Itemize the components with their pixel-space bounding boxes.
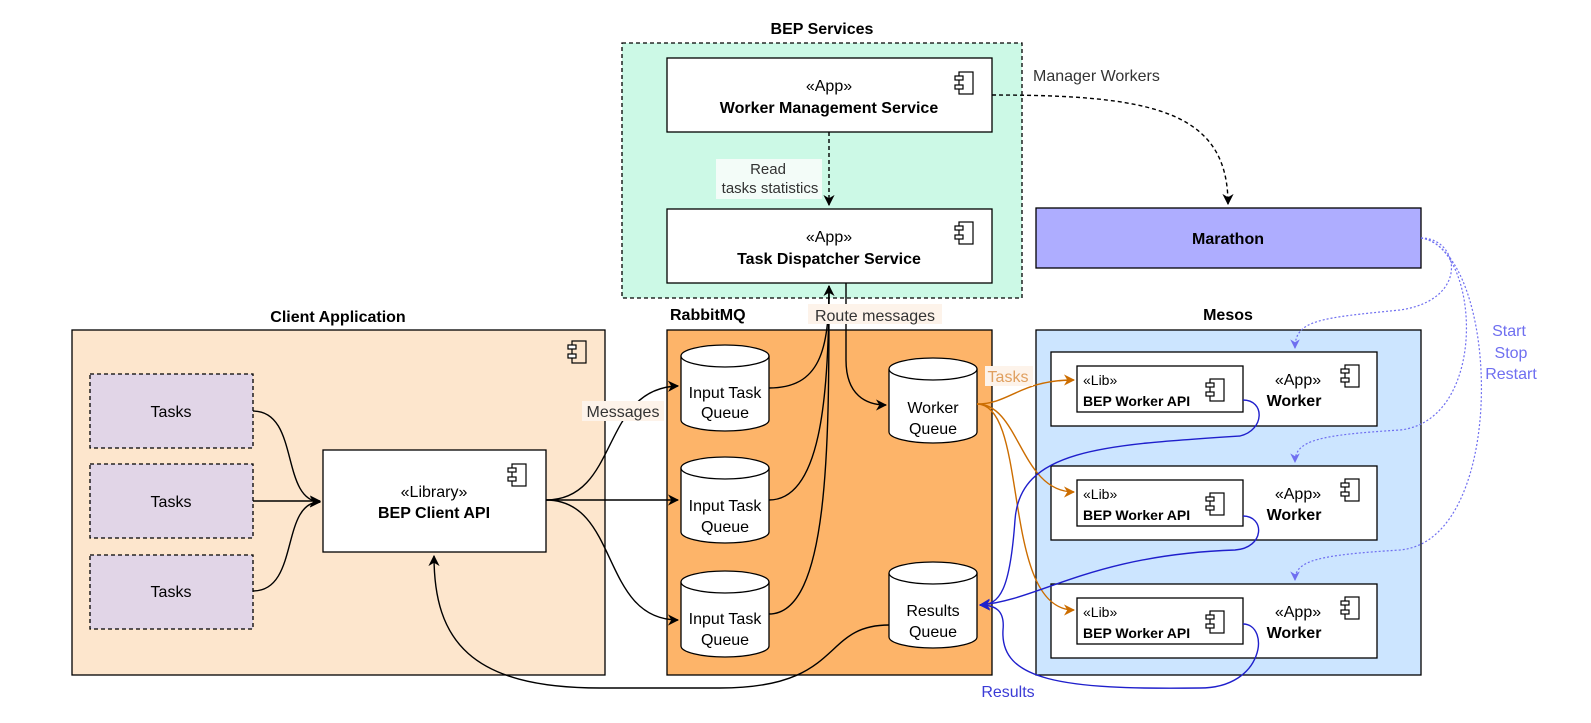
queue-label-line2: Queue xyxy=(701,519,749,536)
edge-tasks-to-worker xyxy=(976,374,1076,405)
edge-client-to-queue xyxy=(545,380,680,501)
tasks-label: Tasks xyxy=(151,404,192,421)
worker-management-name: Worker Management Service xyxy=(720,100,939,117)
edge-dispatcher-to-worker-queue xyxy=(845,283,888,411)
worker-lib-name: BEP Worker API xyxy=(1083,625,1190,641)
bep-client-api-name: BEP Client API xyxy=(378,505,490,522)
queue-label-line2: Queue xyxy=(701,632,749,649)
label-route-messages: Route messages xyxy=(815,308,935,325)
edge-client-to-queue xyxy=(545,499,680,626)
input-task-queue[interactable]: Input Task Queue xyxy=(680,456,770,544)
label-start: Start xyxy=(1492,323,1526,340)
edge-tasks-to-worker xyxy=(976,403,1076,498)
bep-worker-api-box xyxy=(1076,479,1244,527)
task-dispatcher-service[interactable] xyxy=(666,208,993,284)
label-results: Results xyxy=(981,684,1034,701)
worker-lib-stereotype: «Lib» xyxy=(1083,372,1117,388)
queue-label-line1: Worker xyxy=(907,400,959,417)
queue-label-line2: Queue xyxy=(701,405,749,422)
worker-lib-stereotype: «Lib» xyxy=(1083,486,1117,502)
task-dispatcher-name: Task Dispatcher Service xyxy=(737,251,921,268)
input-task-queue[interactable]: Input Task Queue xyxy=(680,570,770,658)
worker-lib-name: BEP Worker API xyxy=(1083,393,1190,409)
worker-management-stereotype: «App» xyxy=(806,78,852,95)
edge-marathon-control xyxy=(1290,237,1482,581)
worker-app-name: Worker xyxy=(1267,393,1322,410)
worker-app-stereotype: «App» xyxy=(1275,486,1321,503)
queue-label-line1: Input Task xyxy=(689,498,763,515)
queue-label-line2: Queue xyxy=(909,421,957,438)
edge-results-to-client xyxy=(428,554,890,689)
label-stop: Stop xyxy=(1495,345,1528,362)
worker-lib-stereotype: «Lib» xyxy=(1083,604,1117,620)
bep-worker-api-box xyxy=(1076,597,1244,645)
tasks-box[interactable] xyxy=(89,554,254,630)
label-tasks: Tasks xyxy=(988,369,1029,386)
worker-queue[interactable]: Worker Queue xyxy=(888,357,978,444)
worker-app-name: Worker xyxy=(1267,507,1322,524)
worker-lib-name: BEP Worker API xyxy=(1083,507,1190,523)
edge-worker-results xyxy=(978,399,1260,611)
label-manager-workers: Manager Workers xyxy=(1033,68,1160,85)
client-application-title: Client Application xyxy=(270,309,405,326)
edge-marathon-control xyxy=(1290,237,1452,349)
mesos-title: Mesos xyxy=(1203,307,1253,324)
edge-queue-to-dispatcher xyxy=(768,285,830,615)
edge-worker-results xyxy=(978,599,1260,689)
worker-node[interactable]: «Lib» BEP Worker API «App» Worker xyxy=(1050,351,1378,427)
worker-management-service[interactable] xyxy=(666,57,993,133)
label-read-stats-line2: tasks statistics xyxy=(722,180,819,197)
edge-tasks-to-client xyxy=(252,410,322,508)
marathon-box[interactable] xyxy=(1035,207,1422,269)
bep-client-api-stereotype: «Library» xyxy=(401,484,468,501)
input-task-queue[interactable]: Input Task Queue xyxy=(680,344,770,432)
bep-client-api-box[interactable] xyxy=(322,449,547,553)
tasks-label: Tasks xyxy=(151,584,192,601)
bep-services-title: BEP Services xyxy=(771,21,874,38)
worker-app-name: Worker xyxy=(1267,625,1322,642)
worker-node[interactable]: «Lib» BEP Worker API «App» Worker xyxy=(1050,465,1378,541)
edge-tasks-to-client xyxy=(252,496,322,592)
worker-app-stereotype: «App» xyxy=(1275,372,1321,389)
worker-app-stereotype: «App» xyxy=(1275,604,1321,621)
rabbitmq-title: RabbitMQ xyxy=(670,307,746,324)
label-restart: Restart xyxy=(1485,366,1537,383)
task-dispatcher-stereotype: «App» xyxy=(806,229,852,246)
queue-label-line1: Input Task xyxy=(689,611,763,628)
results-queue[interactable]: Results Queue xyxy=(888,561,978,649)
bep-worker-api-box xyxy=(1076,365,1244,413)
edge-worker-results xyxy=(978,515,1260,610)
queue-label-line2: Queue xyxy=(909,624,957,641)
worker-node[interactable]: «Lib» BEP Worker API «App» Worker xyxy=(1050,583,1378,659)
queue-label-line1: Input Task xyxy=(689,385,763,402)
label-read-stats-line1: Read xyxy=(750,161,786,178)
marathon-label: Marathon xyxy=(1192,231,1264,248)
tasks-box[interactable] xyxy=(89,373,254,449)
queue-label-line1: Results xyxy=(906,603,959,620)
edge-marathon-control xyxy=(1290,237,1468,463)
edge-manage-workers xyxy=(991,94,1234,206)
label-messages: Messages xyxy=(587,404,660,421)
tasks-label: Tasks xyxy=(151,494,192,511)
